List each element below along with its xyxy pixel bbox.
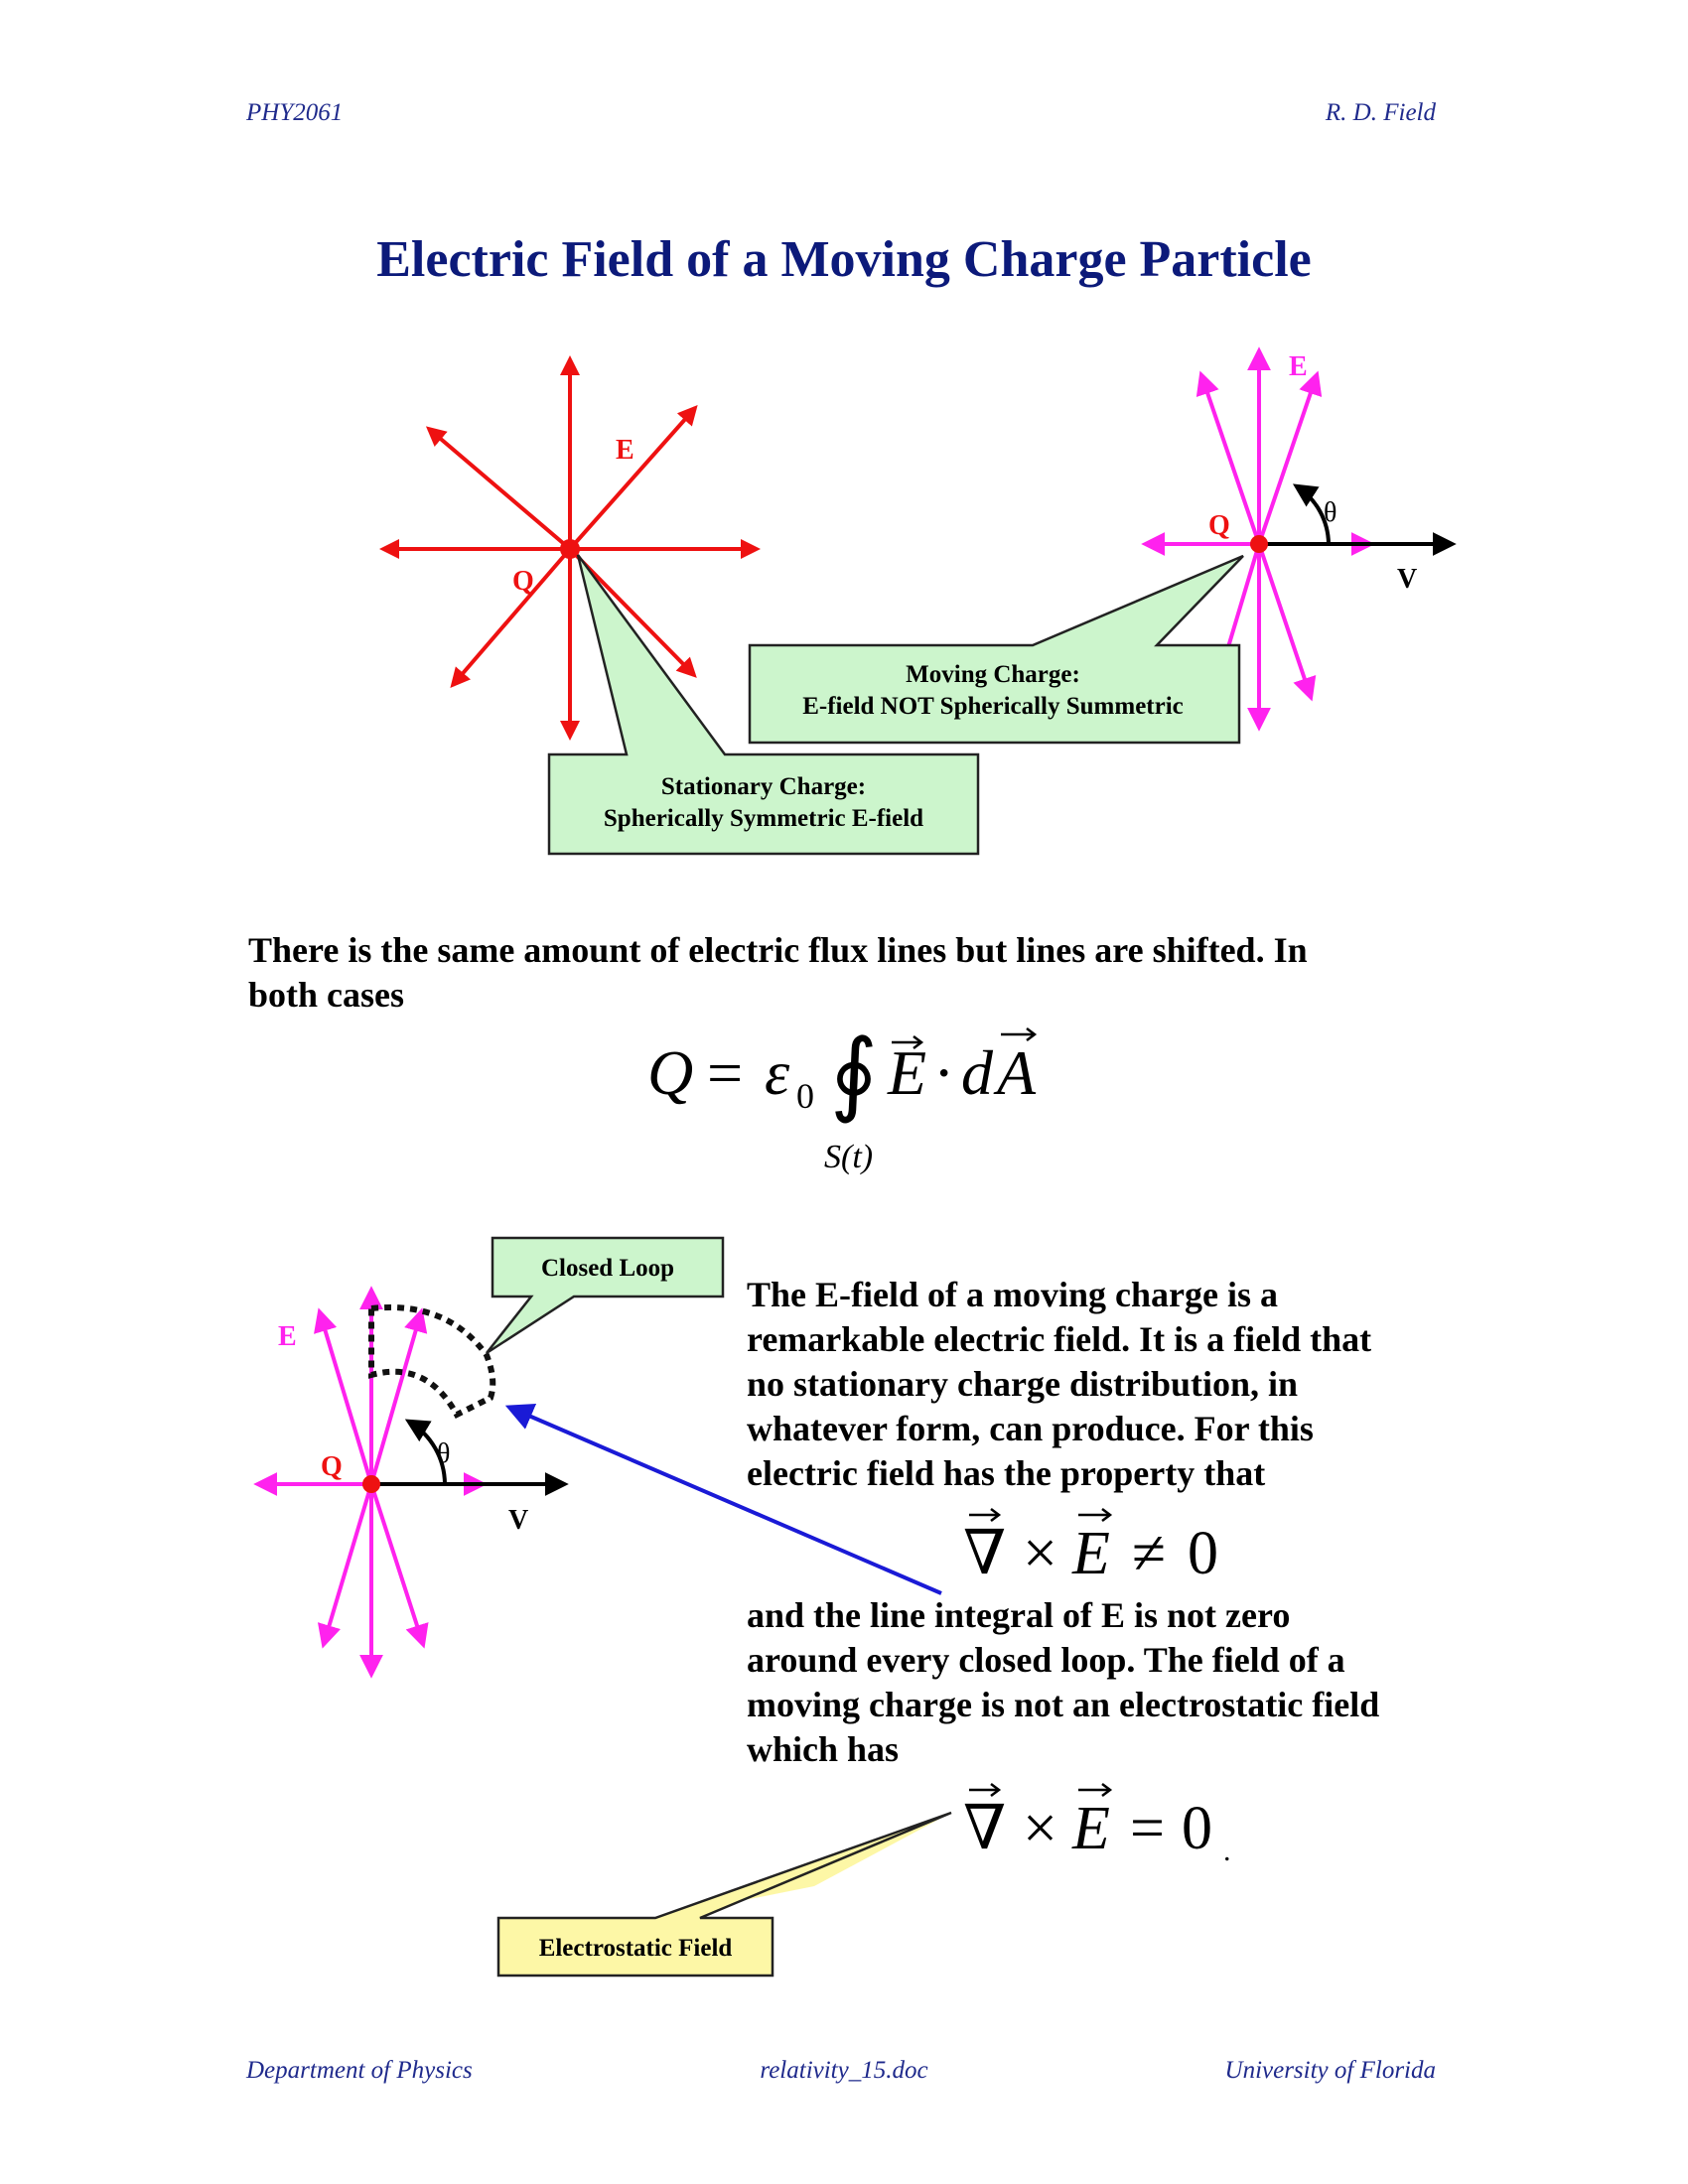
gauss-epsilon: ε — [765, 1037, 790, 1108]
moving-callout-line-1: Moving Charge: — [906, 661, 1080, 688]
para2-line-1: and the line integral of E is not zero — [747, 1595, 1291, 1635]
velocity-label-top: V — [1397, 564, 1417, 595]
curl-nonzero-rhs: 0 — [1188, 1520, 1218, 1587]
para1-line-2: remarkable electric field. It is a field… — [747, 1319, 1372, 1359]
line-integral-paragraph: and the line integral of E is not zero a… — [747, 1593, 1472, 1772]
closed-integral-sign: ∮ — [830, 1023, 878, 1124]
curl-nonzero-nabla: ∇ — [963, 1520, 1006, 1587]
moving-charge-dot — [1250, 535, 1268, 553]
electrostatic-callout-box — [496, 1811, 952, 1978]
curl-nonzero-equation: ∇ × E ≠ 0 — [963, 1508, 1218, 1587]
page-title: Electric Field of a Moving Charge Partic… — [376, 231, 1312, 288]
theta-arc-top — [1292, 483, 1331, 545]
vector-arrowhead-E — [913, 1035, 924, 1049]
para2-line-2: around every closed loop. The field of a — [747, 1640, 1345, 1680]
moving-e-arrow-up-left — [1196, 370, 1261, 545]
closed-loop-callout-box — [486, 1236, 725, 1355]
curl-nonzero-E: E — [1071, 1520, 1110, 1587]
stationary-callout-line-2: Spherically Symmetric E-field — [604, 805, 923, 832]
gauss-dot: · — [933, 1037, 954, 1108]
stationary-charge-label: Q — [512, 566, 534, 597]
moving-charge-label: Q — [1208, 510, 1230, 541]
moving-charge-loop-diagram: E Q θ V — [253, 1286, 569, 1679]
loop-e-arrow-down-left — [317, 1483, 373, 1649]
e-field-arrow-lower-right — [568, 547, 697, 678]
e-field-arrow-upper-right — [568, 405, 698, 551]
loop-field-label: E — [278, 1321, 297, 1352]
moving-e-arrow-up-right — [1257, 370, 1323, 545]
e-field-arrow-upper-left — [425, 426, 572, 551]
closed-loop-path — [368, 1304, 496, 1419]
para2-line-4: which has — [747, 1729, 900, 1769]
para1-line-3: no stationary charge distribution, in — [747, 1364, 1299, 1404]
loop-e-arrow-up-left — [314, 1307, 373, 1485]
flux-line-1: There is the same amount of electric flu… — [248, 930, 1308, 970]
curl-nonzero-neq: ≠ — [1132, 1520, 1166, 1587]
footer-university: University of Florida — [1224, 2057, 1436, 2084]
moving-field-label: E — [1289, 351, 1308, 382]
header-author: R. D. Field — [1325, 99, 1436, 126]
stationary-callout-box — [547, 554, 980, 856]
header-course: PHY2061 — [246, 99, 344, 126]
gauss-A: A — [993, 1037, 1037, 1108]
vector-arrowhead-A — [1026, 1027, 1038, 1041]
moving-e-arrow-down-right — [1257, 543, 1317, 702]
curl-zero-E: E — [1071, 1795, 1110, 1862]
gauss-epsilon-subscript: 0 — [796, 1076, 814, 1116]
para2-line-3: moving charge is not an electrostatic fi… — [747, 1685, 1380, 1724]
curl-nonzero-times: × — [1023, 1520, 1057, 1587]
loop-charge-dot — [362, 1475, 380, 1493]
para1-line-4: whatever form, can produce. For this — [747, 1409, 1314, 1448]
para1-line-1: The E-field of a moving charge is a — [747, 1275, 1278, 1314]
moving-callout-line-2: E-field NOT Spherically Summetric — [802, 693, 1184, 720]
e-field-arrow-lower-left — [450, 547, 572, 689]
velocity-label-bottom: V — [508, 1505, 528, 1536]
gauss-d: d — [961, 1037, 994, 1108]
flux-line-2: both cases — [248, 975, 405, 1015]
loop-charge-label: Q — [321, 1451, 343, 1482]
stationary-field-label: E — [616, 435, 634, 466]
flux-paragraph: There is the same amount of electric flu… — [248, 928, 1470, 1018]
theta-label-bottom: θ — [437, 1438, 450, 1469]
surface-label: S(t) — [824, 1139, 873, 1175]
gauss-equals: = — [707, 1037, 743, 1108]
loop-e-arrow-up-right — [369, 1307, 428, 1485]
curl-zero-period: . — [1223, 1835, 1231, 1867]
closed-loop-callout-text: Closed Loop — [541, 1255, 674, 1282]
stationary-charge-diagram: E Q — [379, 355, 761, 741]
stationary-charge-dot — [560, 539, 580, 559]
theta-label-top: θ — [1324, 497, 1336, 528]
loop-pointer-arrow — [504, 1404, 942, 1595]
curl-zero-rhs: 0 — [1182, 1795, 1212, 1862]
moving-field-paragraph: The E-field of a moving charge is a rema… — [747, 1273, 1472, 1496]
curl-zero-nabla: ∇ — [963, 1795, 1006, 1862]
curl-zero-times: × — [1023, 1795, 1057, 1862]
gauss-law-equation: Q = ε 0 ∮ E · d A S(t) — [647, 1023, 1038, 1175]
electrostatic-callout-text: Electrostatic Field — [539, 1935, 733, 1962]
gauss-E: E — [887, 1037, 926, 1108]
para1-line-5: electric field has the property that — [747, 1453, 1266, 1493]
gauss-lhs: Q — [647, 1037, 693, 1108]
moving-callout-box — [748, 554, 1244, 745]
stationary-callout-line-1: Stationary Charge: — [661, 773, 866, 800]
curl-zero-eq: = — [1130, 1795, 1165, 1862]
footer-department: Department of Physics — [246, 2057, 473, 2084]
loop-e-arrow-down-right — [369, 1483, 429, 1649]
curl-zero-equation: ∇ × E = 0 . — [963, 1783, 1231, 1867]
theta-arc-bottom — [404, 1419, 447, 1485]
footer-filename: relativity_15.doc — [760, 2057, 928, 2084]
